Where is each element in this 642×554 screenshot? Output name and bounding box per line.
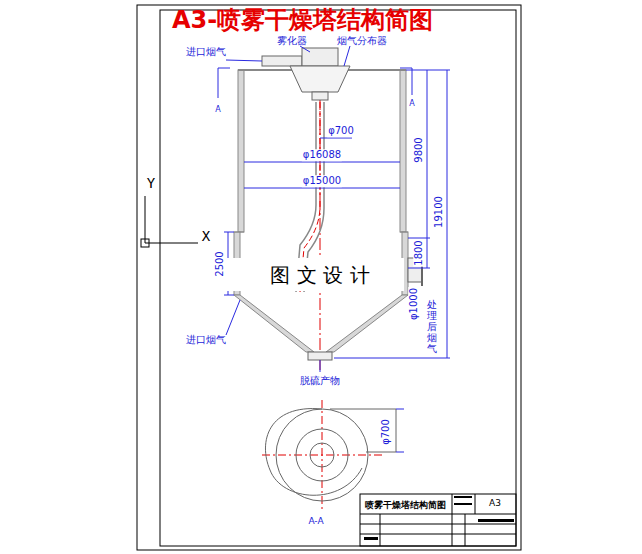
- dimension: 19100: [433, 195, 445, 229]
- dimension: φ1000: [408, 287, 420, 321]
- view-label: A-A: [307, 516, 324, 526]
- product-label: 脱硫产物: [299, 375, 341, 387]
- dimension: 2500: [214, 250, 226, 277]
- dimension: φ15000: [302, 175, 342, 187]
- title-block-cell: 喷雾干燥塔结构简图: [364, 500, 447, 510]
- part-name: 雾化器: [276, 35, 308, 47]
- watermark: 图 文 设 计: [269, 264, 370, 287]
- dimension: φ16088: [302, 149, 342, 161]
- outlet-label: 处理后烟气: [426, 299, 438, 354]
- section-mark: A: [408, 99, 415, 108]
- part-name: 烟气分布器: [336, 35, 388, 47]
- dimension: φ700: [380, 418, 392, 446]
- inlet-label: 进口烟气: [185, 334, 227, 346]
- axis-label: X: [201, 228, 211, 244]
- axis-label: Y: [146, 175, 156, 191]
- title-block-cell: A3: [488, 498, 502, 508]
- dimension: 9800: [413, 136, 425, 163]
- inlet-label: 进口烟气: [185, 46, 227, 58]
- drawing-title: A3-喷雾干燥塔结构简图: [172, 7, 433, 33]
- dimension: 1800: [413, 239, 425, 266]
- section-mark: A: [214, 105, 221, 114]
- dimension: φ700: [327, 125, 355, 137]
